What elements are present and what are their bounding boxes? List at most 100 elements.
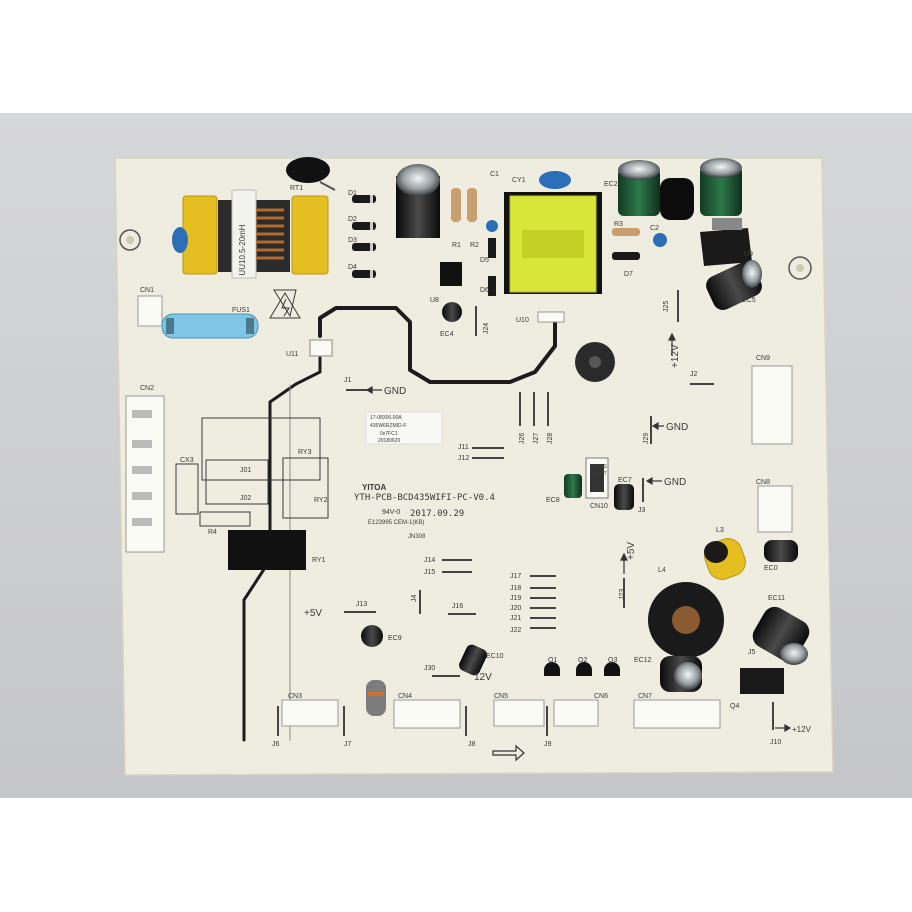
reference-designators: RT1 D1 D2 D3 D4 R1 R2 C1 CY1 D5 D6 U8 EC… [140,171,785,748]
ref-j28: J28 [547,433,554,444]
ref-j6: J6 [272,741,280,748]
ref-j26: J26 [519,433,526,444]
ref-j2: J2 [690,371,698,378]
sticker-line-4: 20180620 [378,438,400,444]
rotated-refs: J24 J25 J26 J27 J28 J29 J23 J4 [411,301,670,602]
ref-j12: J12 [458,455,469,462]
ref-l3: L3 [716,527,724,534]
ref-j22: J22 [510,627,521,634]
resistor-r3 [612,228,640,236]
ref-j27: J27 [533,433,540,444]
y-capacitor-left [172,227,188,253]
ref-rt1: RT1 [290,185,303,192]
ref-ec9: EC9 [388,635,402,642]
diode-d5 [488,238,496,258]
ref-ry1: RY1 [312,557,326,564]
ref-cx3: CX3 [180,457,194,464]
mount-hole-left-core [126,236,134,244]
ref-cy1: CY1 [512,177,526,184]
ref-cn8: CN8 [756,479,770,486]
hv-warning-symbol [269,292,301,319]
inductor-l3-top [704,541,728,563]
net-12v-j10: +12V [792,725,812,734]
ref-c2: C2 [650,225,659,232]
capacitor-ec9 [361,625,383,647]
axial-inductor [366,680,386,716]
capacitor-ec8 [564,474,582,498]
connector-cn9 [751,365,793,445]
ref-u11: U11 [286,351,298,358]
ref-ec0: EC0 [764,565,778,572]
capacitor-ec0 [764,540,798,562]
capacitor-ec7 [614,484,634,510]
ref-ec12: EC12 [634,657,652,664]
bulk-capacitor-top [396,164,440,196]
resistor-r2 [467,188,477,222]
sticker-line-3: 0x7FC1 [380,431,398,437]
ref-j11: J11 [458,444,469,451]
ic-u8 [440,262,462,286]
capacitor-c1 [486,220,498,232]
diode-d6 [488,276,496,296]
ref-q2: Q2 [578,657,587,664]
ref-cn2: CN2 [140,385,154,392]
choke-winding [256,208,284,260]
ref-cn10: CN10 [590,503,608,510]
ref-j16: J16 [452,603,463,610]
ref-j15: J15 [424,569,435,576]
capacitor-ec10 [459,644,487,676]
capacitor-ec5-top [742,260,762,288]
ref-ec5: EC5 [742,297,756,304]
ref-ec4: EC4 [440,331,454,338]
capacitor-ec2-b [700,166,742,216]
inductor-l4-winding [672,606,700,634]
board-rating: 94V-0 [382,509,400,516]
ref-j02: J02 [240,495,251,502]
connector-cn8 [757,485,793,533]
bottom-connectors [281,699,721,729]
sticker-line-1: 17-08306-00A [370,415,402,421]
net-gnd-j29: GND [666,422,688,433]
ref-j7: J7 [344,741,352,748]
cn10-reset-label: RESET [590,471,607,477]
ref-r2: R2 [470,242,479,249]
ref-u8: U8 [430,297,439,304]
ref-ec8: EC8 [546,497,560,504]
capacitor-c2 [653,233,667,247]
ref-r1: R1 [452,242,461,249]
ref-d5: D5 [480,257,489,264]
ref-ec11: EC11 [768,595,785,602]
mount-hole-right-core [796,264,804,272]
optocoupler-u11 [309,339,333,357]
jumpers [277,290,774,736]
ref-j01: J01 [240,467,251,474]
net-12v-j30: 12V [474,672,492,683]
net-gnd-j1: GND [384,386,406,397]
capacitor-ec4 [442,302,462,322]
ref-j21: J21 [510,615,521,622]
ref-j4: J4 [411,595,418,603]
connector-cn1 [137,295,163,327]
output-inductor [660,178,694,220]
ref-ry2: RY2 [314,497,328,504]
ref-j3: J3 [638,507,646,514]
ref-d6: D6 [480,287,489,294]
ref-r3: R3 [614,221,623,228]
ref-c1: C1 [490,171,499,178]
ref-ry3: RY3 [298,449,312,456]
transformer-tape [522,230,584,258]
ref-d1: D1 [348,190,357,197]
ref-u9: U9 [744,251,753,258]
ref-j8: J8 [468,741,476,748]
ref-d2: D2 [348,216,357,223]
sticker: 17-08306-00A 435W6RZMID-F 0x7FC1 2018062… [365,411,443,445]
ref-j24: J24 [483,323,490,334]
ref-cn7: CN7 [638,693,652,700]
ref-cn9: CN9 [756,355,770,362]
capacitor-ec12-top [674,662,702,690]
net-arrows [365,332,792,762]
ref-j1: J1 [344,377,352,384]
ref-j5: J5 [748,649,756,656]
ref-ec2: EC2 [604,181,618,188]
